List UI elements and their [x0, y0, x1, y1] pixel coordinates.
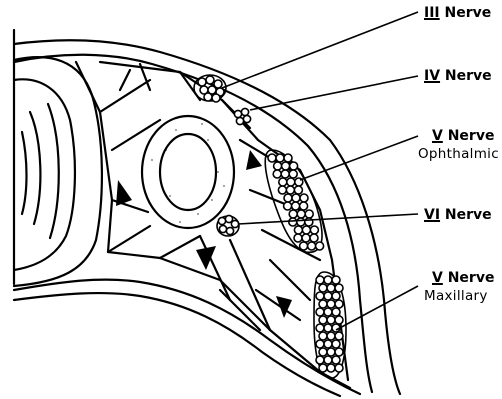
leader-V-maxillary	[336, 286, 418, 330]
nerve-fibre	[284, 154, 292, 162]
label-IV-word: Nerve	[445, 68, 492, 84]
nerve-fibre	[335, 364, 343, 372]
trochlear-nerve-bundle	[234, 108, 250, 124]
nerve-fibre	[319, 332, 327, 340]
nerve-fibre	[327, 364, 335, 372]
label-VI-word: Nerve	[445, 207, 492, 223]
nerve-fibre	[327, 284, 335, 292]
nerve-fibre	[290, 162, 298, 170]
nerve-fibre	[327, 316, 335, 324]
label-V-numeral-2: V	[432, 270, 443, 286]
nerve-fibre	[276, 154, 284, 162]
nerve-fibre	[287, 178, 295, 186]
label-V-word-1: Nerve	[448, 128, 495, 144]
label-III-numeral: III	[424, 5, 440, 21]
nerve-fibre	[335, 316, 343, 324]
label-maxillary: Maxillary	[424, 288, 488, 304]
label-V-numeral-1: V	[432, 128, 443, 144]
nerve-fibre	[319, 316, 327, 324]
nerve-fibre	[302, 234, 310, 242]
nerve-fibre	[282, 162, 290, 170]
nerve-fibre	[324, 276, 332, 284]
nerve-fibre	[316, 340, 324, 348]
nerve-fibre	[324, 292, 332, 300]
label-IV-nerve: IV Nerve	[424, 68, 492, 84]
nerve-fibre	[281, 170, 289, 178]
oculomotor-nerve-bundle	[194, 75, 226, 102]
nerve-fibre	[319, 364, 327, 372]
label-V-word-2: Nerve	[448, 270, 495, 286]
nerve-fibre	[302, 226, 310, 234]
nerve-fibre	[297, 210, 305, 218]
leader-III	[222, 12, 418, 88]
abducens-nerve-bundle	[217, 215, 239, 236]
nerve-fibre	[319, 284, 327, 292]
nerve-fibre	[324, 356, 332, 364]
nerve-fibre	[327, 300, 335, 308]
nerve-fibre	[324, 340, 332, 348]
nerve-fibre	[332, 308, 340, 316]
nerve-fibre	[316, 276, 324, 284]
nerve-fibre	[300, 194, 308, 202]
leader-VI	[238, 214, 418, 224]
label-V-maxillary: V Nerve	[432, 270, 494, 286]
nerve-fibre	[294, 186, 302, 194]
nerve-fibre	[274, 162, 282, 170]
nerve-fibre	[335, 284, 343, 292]
nerve-fibre	[292, 202, 300, 210]
label-VI-numeral: VI	[424, 207, 440, 223]
nerve-fibre	[294, 226, 302, 234]
nerve-fibre	[289, 210, 297, 218]
nerve-fibre	[284, 194, 292, 202]
nerve-fibre	[305, 210, 313, 218]
nerve-fibre	[316, 242, 324, 250]
label-IV-numeral: IV	[424, 68, 440, 84]
nerve-fibre	[297, 218, 305, 226]
label-ophthalmic: Ophthalmic	[418, 146, 499, 162]
nerve-fibre	[289, 218, 297, 226]
label-V-ophthalmic: V Nerve	[432, 128, 494, 144]
nerve-fibre	[324, 308, 332, 316]
nerve-fibre	[335, 332, 343, 340]
nerve-fibre	[332, 356, 340, 364]
nerve-fibre	[335, 348, 343, 356]
nerve-fibre	[279, 178, 287, 186]
nerve-fibre	[278, 186, 286, 194]
nerve-fibre	[273, 170, 281, 178]
nerve-fibre	[316, 308, 324, 316]
nerve-fibre	[327, 332, 335, 340]
nerve-fibre	[332, 292, 340, 300]
nerve-fibre	[319, 300, 327, 308]
nerve-fibre	[310, 234, 318, 242]
nerve-fibre	[308, 242, 316, 250]
nerve-fibre	[292, 194, 300, 202]
nerve-fibre	[286, 186, 294, 194]
nerve-fibre	[310, 226, 318, 234]
nerve-fibre	[294, 234, 302, 242]
nerve-fibre	[319, 348, 327, 356]
nerve-fibre	[300, 242, 308, 250]
nerve-fibre	[324, 324, 332, 332]
internal-carotid-artery	[142, 116, 234, 228]
nerve-fibre	[316, 324, 324, 332]
label-III-nerve: III Nerve	[424, 5, 491, 21]
nerve-fibre	[327, 348, 335, 356]
label-III-word: Nerve	[445, 5, 492, 21]
nerve-fibre	[284, 202, 292, 210]
nerve-fibre	[316, 356, 324, 364]
nerve-fibre	[332, 340, 340, 348]
label-VI-nerve: VI Nerve	[424, 207, 492, 223]
nerve-fibre	[316, 292, 324, 300]
nerve-fibre	[268, 154, 276, 162]
leader-IV	[250, 76, 418, 110]
nerve-fibre	[335, 300, 343, 308]
nerve-fibre	[332, 276, 340, 284]
nerve-fibre	[289, 170, 297, 178]
nerve-fibre	[300, 202, 308, 210]
